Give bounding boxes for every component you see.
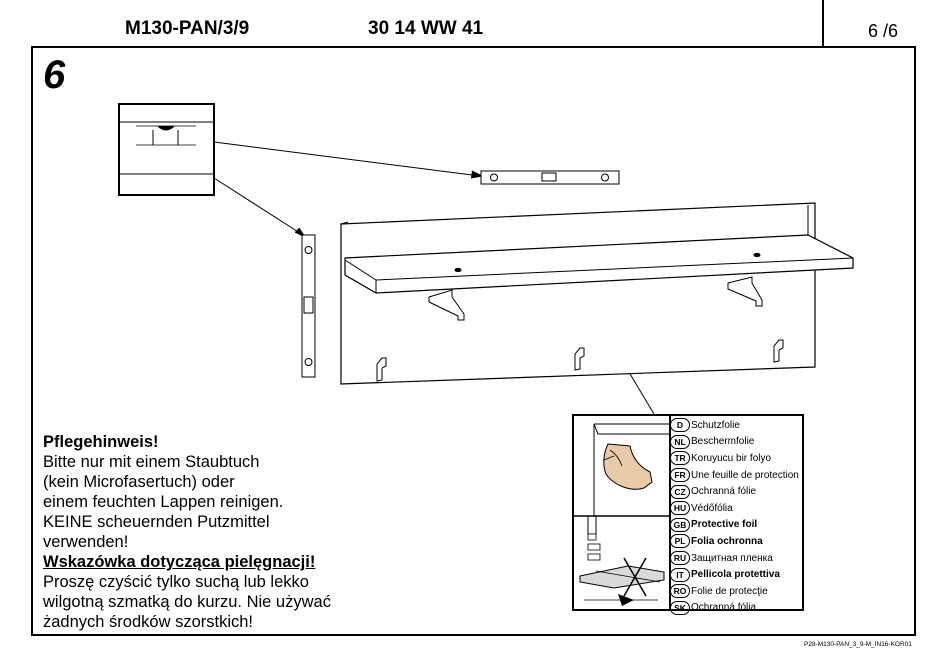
foil-label: Pellicola protettiva <box>691 569 780 581</box>
page-header: M130-PAN/3/9 30 14 WW 41 6 /6 <box>0 0 950 48</box>
level-zoom-inset <box>118 103 215 196</box>
document-reference: P28-M130-PAN_3_9-M_IN16-KOR01 <box>804 641 912 648</box>
foil-label: Védőfólia <box>691 502 733 514</box>
foil-label: Folie de protecţie <box>691 585 768 597</box>
care-line-pl: Proszę czyścić tylko suchą lub lekko <box>43 573 309 591</box>
care-line-pl: wilgotną szmatką do kurzu. Nie używać <box>43 593 331 611</box>
foil-label: Folia ochronna <box>691 535 763 547</box>
foil-label: Beschermfolie <box>691 436 755 448</box>
foil-label: Koruyucu bir folyo <box>691 452 772 464</box>
language-badge: TR <box>670 451 690 466</box>
care-line-de: KEINE scheuernden Putzmittel <box>43 513 270 531</box>
foil-label: Ochranná fólie <box>691 486 757 498</box>
language-badge: RU <box>670 551 690 566</box>
language-badge: FR <box>670 468 690 483</box>
language-badge: NL <box>670 434 690 449</box>
care-line-de: einem feuchten Lappen reinigen. <box>43 493 284 511</box>
foil-label: Une feuille de protection <box>691 469 799 481</box>
shelf-panel <box>340 202 854 385</box>
foil-label: Schutzfolie <box>691 419 740 431</box>
language-badge: IT <box>670 567 690 582</box>
step-number: 6 <box>43 53 66 97</box>
foil-label: Защитная пленка <box>691 552 773 564</box>
page-number: 6 /6 <box>868 21 899 41</box>
language-badge: PL <box>670 534 690 549</box>
care-line-de: Bitte nur mit einem Staubtuch <box>43 453 260 471</box>
language-badge: CZ <box>670 484 690 499</box>
care-instructions: Pflegehinweis! Bitte nur mit einem Staub… <box>43 432 563 632</box>
care-line-de: verwenden! <box>43 533 129 551</box>
language-badge: SK <box>670 600 690 615</box>
foil-label: Ochranná fólia <box>691 602 757 614</box>
language-badge: GB <box>670 517 690 532</box>
language-badge: D <box>670 418 690 433</box>
header-divider <box>822 0 824 47</box>
model-number: M130-PAN/3/9 <box>125 18 250 39</box>
foil-removal-illustration <box>574 416 671 609</box>
product-code: 30 14 WW 41 <box>368 18 484 39</box>
care-title-pl: Wskazówka dotycząca pielęgnacji! <box>43 553 316 571</box>
vertical-spirit-level <box>301 234 316 378</box>
language-badge: HU <box>670 501 690 516</box>
foil-label: Protective foil <box>691 519 758 531</box>
language-badge: RO <box>670 584 690 599</box>
care-line-de: (kein Microfasertuch) oder <box>43 473 235 491</box>
horizontal-spirit-level <box>480 170 620 185</box>
instruction-frame <box>31 46 916 636</box>
care-line-pl: żadnych środków szorstkich! <box>43 613 253 631</box>
care-title-de: Pflegehinweis! <box>43 433 159 451</box>
